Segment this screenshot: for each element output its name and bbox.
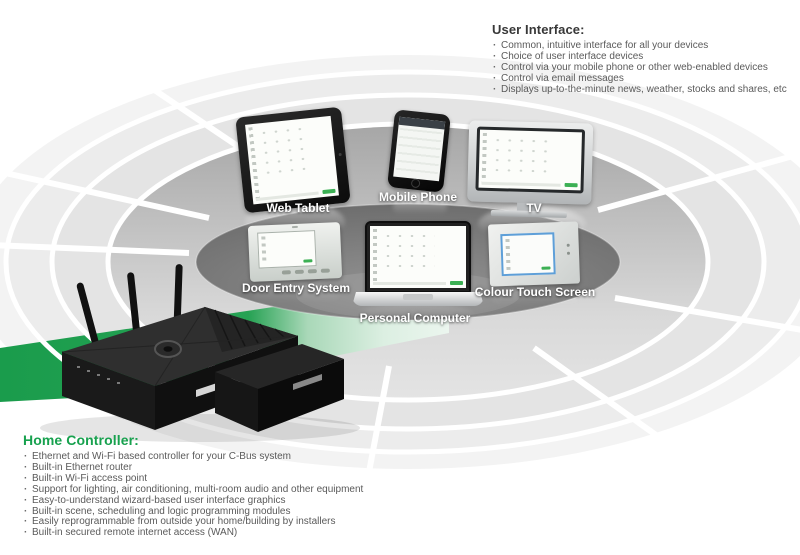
schneider-logo-mark (564, 182, 578, 188)
bullet-item: Easily reprogrammable from outside your … (23, 517, 443, 529)
device-reflection (393, 192, 447, 222)
touch-screen-led (566, 251, 571, 255)
tv-bezel (475, 126, 586, 194)
screen-menu-icons (505, 238, 511, 270)
user-interface-heading: User Interface: (492, 22, 585, 37)
bullet-item: Built-in scene, scheduling and logic pro… (23, 506, 443, 518)
web-tablet-label: Web Tablet (266, 201, 330, 215)
bullet-item: Built-in secured remote internet access … (23, 527, 443, 539)
personal-computer-device (352, 221, 484, 306)
web-tablet-screen (245, 115, 339, 205)
home-controller-device (40, 264, 360, 442)
laptop-touchpad (403, 294, 433, 300)
bullet-item: Choice of user interface devices (492, 51, 792, 63)
device-reflection (358, 303, 473, 325)
colour-touch-screen-display (500, 232, 556, 277)
screen-statusbar (255, 191, 319, 202)
schneider-logo-mark (541, 266, 551, 270)
home-controller-section: Home Controller: Ethernet and Wi-Fi base… (23, 432, 443, 539)
colour-touch-screen-device (487, 221, 581, 287)
bullet-item: Built-in Ethernet router (23, 462, 443, 474)
device-reflection (492, 287, 578, 311)
schneider-logo-mark (450, 281, 463, 285)
tv-label: TV (526, 201, 542, 215)
mobile-phone-device (387, 109, 451, 193)
tablet-camera-dot (338, 152, 342, 157)
bullet-item: Displays up-to-the-minute news, weather,… (492, 84, 792, 96)
door-entry-screen (257, 230, 317, 269)
bullet-item: Control via email messages (492, 73, 792, 85)
screen-menu-icons (481, 132, 487, 184)
door-entry-button (307, 269, 317, 274)
bullet-item: Control via your mobile phone or other w… (492, 62, 792, 74)
phone-home-button (410, 178, 421, 189)
web-tablet-device (235, 106, 351, 214)
bullet-item: Common, intuitive interface for all your… (492, 40, 792, 52)
router-button-dot (163, 346, 173, 352)
screen-widgets (490, 134, 548, 173)
router-vent-lines (214, 309, 285, 350)
laptop-screen (370, 226, 466, 288)
door-entry-device (247, 222, 343, 282)
home-controller-bullet-list: Ethernet and Wi-Fi based controller for … (23, 451, 443, 539)
bullet-item: Easy-to-understand wizard-based user int… (23, 495, 443, 507)
schneider-logo-mark (303, 259, 313, 263)
bullet-item: Built-in Wi-Fi access point (23, 473, 443, 485)
user-interface-bullet-list: Common, intuitive interface for all your… (492, 40, 792, 96)
door-entry-speaker (291, 225, 298, 229)
tv-frame (467, 120, 594, 205)
router-power-unit (215, 344, 344, 432)
mobile-phone-screen (393, 116, 446, 182)
home-controller-heading: Home Controller: (23, 432, 139, 448)
screen-menu-icons (261, 236, 267, 264)
bullet-item: Support for lighting, air conditioning, … (23, 484, 443, 496)
door-entry-button (320, 268, 330, 273)
device-reflection (253, 282, 339, 308)
door-entry-button (281, 270, 291, 275)
door-entry-button (294, 269, 304, 275)
laptop-lid (365, 221, 471, 293)
screen-statusbar (373, 282, 446, 285)
personal-computer-label: Personal Computer (359, 311, 471, 325)
phone-screen-list (395, 127, 443, 180)
door-entry-label: Door Entry System (241, 281, 351, 295)
user-interface-section: User Interface: Common, intuitive interf… (492, 22, 792, 96)
screen-widgets (382, 231, 435, 270)
power-unit-label (293, 374, 322, 390)
mobile-phone-label: Mobile Phone (379, 190, 457, 204)
schneider-logo-mark (322, 188, 336, 195)
touch-screen-led (566, 243, 570, 247)
screen-widgets (257, 123, 310, 178)
router-port-leds (77, 366, 120, 384)
router-front-left-face (62, 352, 155, 430)
laptop-base (352, 292, 484, 306)
screen-statusbar (481, 181, 561, 187)
bullet-item: Ethernet and Wi-Fi based controller for … (23, 451, 443, 463)
tv-screen (478, 129, 582, 191)
screen-menu-icons (373, 229, 377, 284)
colour-touch-screen-label: Colour Touch Screen (474, 285, 596, 299)
